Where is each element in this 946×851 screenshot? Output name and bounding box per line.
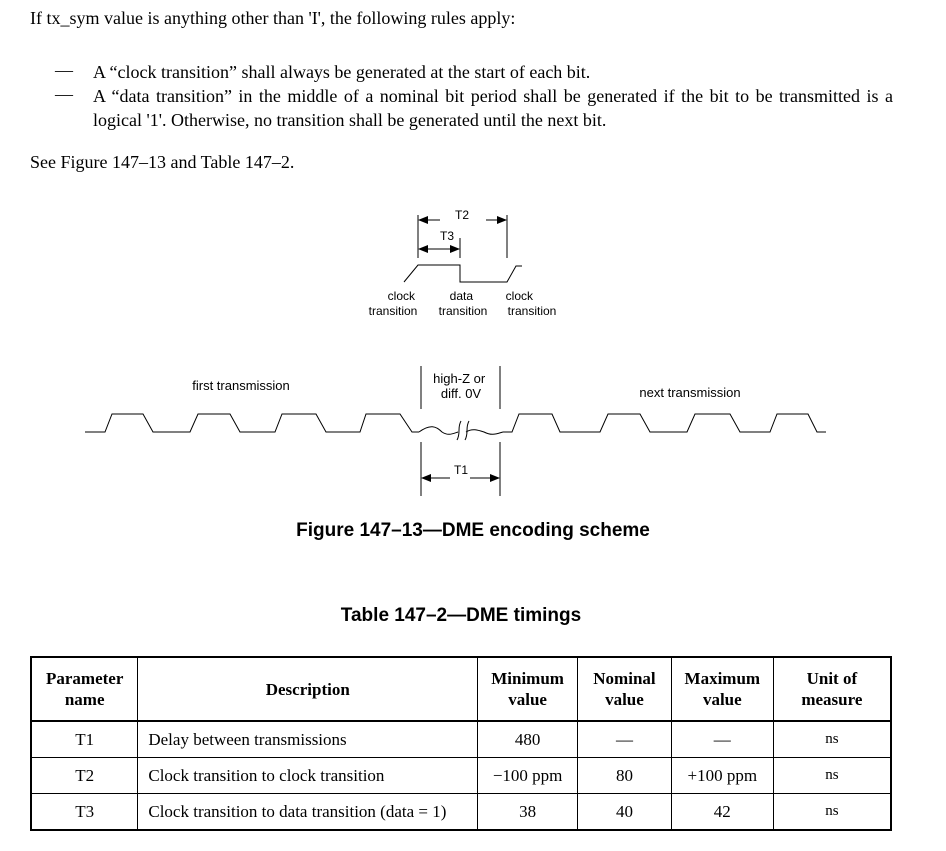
- table-title: Table 147–2—DME timings: [340, 605, 582, 626]
- header-description: Description: [137, 656, 479, 722]
- max-cell: —: [670, 720, 774, 758]
- first-transmission-label: first transmission: [192, 378, 290, 393]
- data-transition-label: data transition: [439, 289, 488, 318]
- figure-caption: Figure 147–13—DME encoding scheme: [296, 520, 650, 541]
- min-cell: 480: [477, 720, 579, 758]
- description-cell: Clock transition to clock transition: [137, 757, 479, 794]
- intro-paragraph: If tx_sym value is anything other than '…: [30, 8, 516, 28]
- table-row: T2 Clock transition to clock transition …: [30, 757, 892, 794]
- high-z-curve-2: [465, 429, 504, 435]
- description-cell: Clock transition to data transition (dat…: [137, 793, 479, 831]
- nom-cell: 40: [577, 793, 672, 831]
- param-cell: T1: [30, 720, 139, 758]
- param-cell: T2: [30, 757, 139, 794]
- min-cell: 38: [477, 793, 579, 831]
- t3-label: T3: [440, 229, 454, 243]
- table-row: T3 Clock transition to data transition (…: [30, 793, 892, 831]
- high-z-curve: [418, 426, 459, 435]
- min-cell: −100 ppm: [477, 757, 579, 794]
- mini-waveform: [403, 264, 522, 283]
- table-row: T1 Delay between transmissions 480 — — n…: [30, 720, 892, 758]
- next-transmission-label: next transmission: [639, 385, 740, 400]
- dme-encoding-figure: T2 T3 clock transition data transition c…: [85, 208, 826, 496]
- t2-label: T2: [455, 208, 469, 222]
- unit-cell: ns: [772, 757, 892, 794]
- clock-transition-label: clock transition: [369, 289, 419, 318]
- next-transmission-waveform: [503, 413, 826, 433]
- unit-cell: ns: [772, 793, 892, 831]
- clock-transition-label-2: clock transition: [506, 289, 557, 318]
- t1-label: T1: [454, 463, 468, 477]
- list-dash: —: [55, 84, 73, 104]
- max-cell: 42: [670, 793, 774, 831]
- list-dash: —: [55, 60, 73, 80]
- rule-text: A “data transition” in the middle of a n…: [93, 86, 893, 130]
- break-symbol: [456, 420, 470, 441]
- nom-cell: —: [577, 720, 672, 758]
- unit-cell: ns: [772, 720, 892, 758]
- max-cell: +100 ppm: [670, 757, 774, 794]
- see-also-text: See Figure 147–13 and Table 147–2.: [30, 152, 295, 172]
- description-cell: Delay between transmissions: [137, 720, 479, 758]
- nom-cell: 80: [577, 757, 672, 794]
- rule-text: A “clock transition” shall always be gen…: [93, 62, 591, 82]
- first-transmission-waveform: [85, 413, 419, 433]
- param-cell: T3: [30, 793, 139, 831]
- high-z-label: high-Z or diff. 0V: [433, 371, 489, 401]
